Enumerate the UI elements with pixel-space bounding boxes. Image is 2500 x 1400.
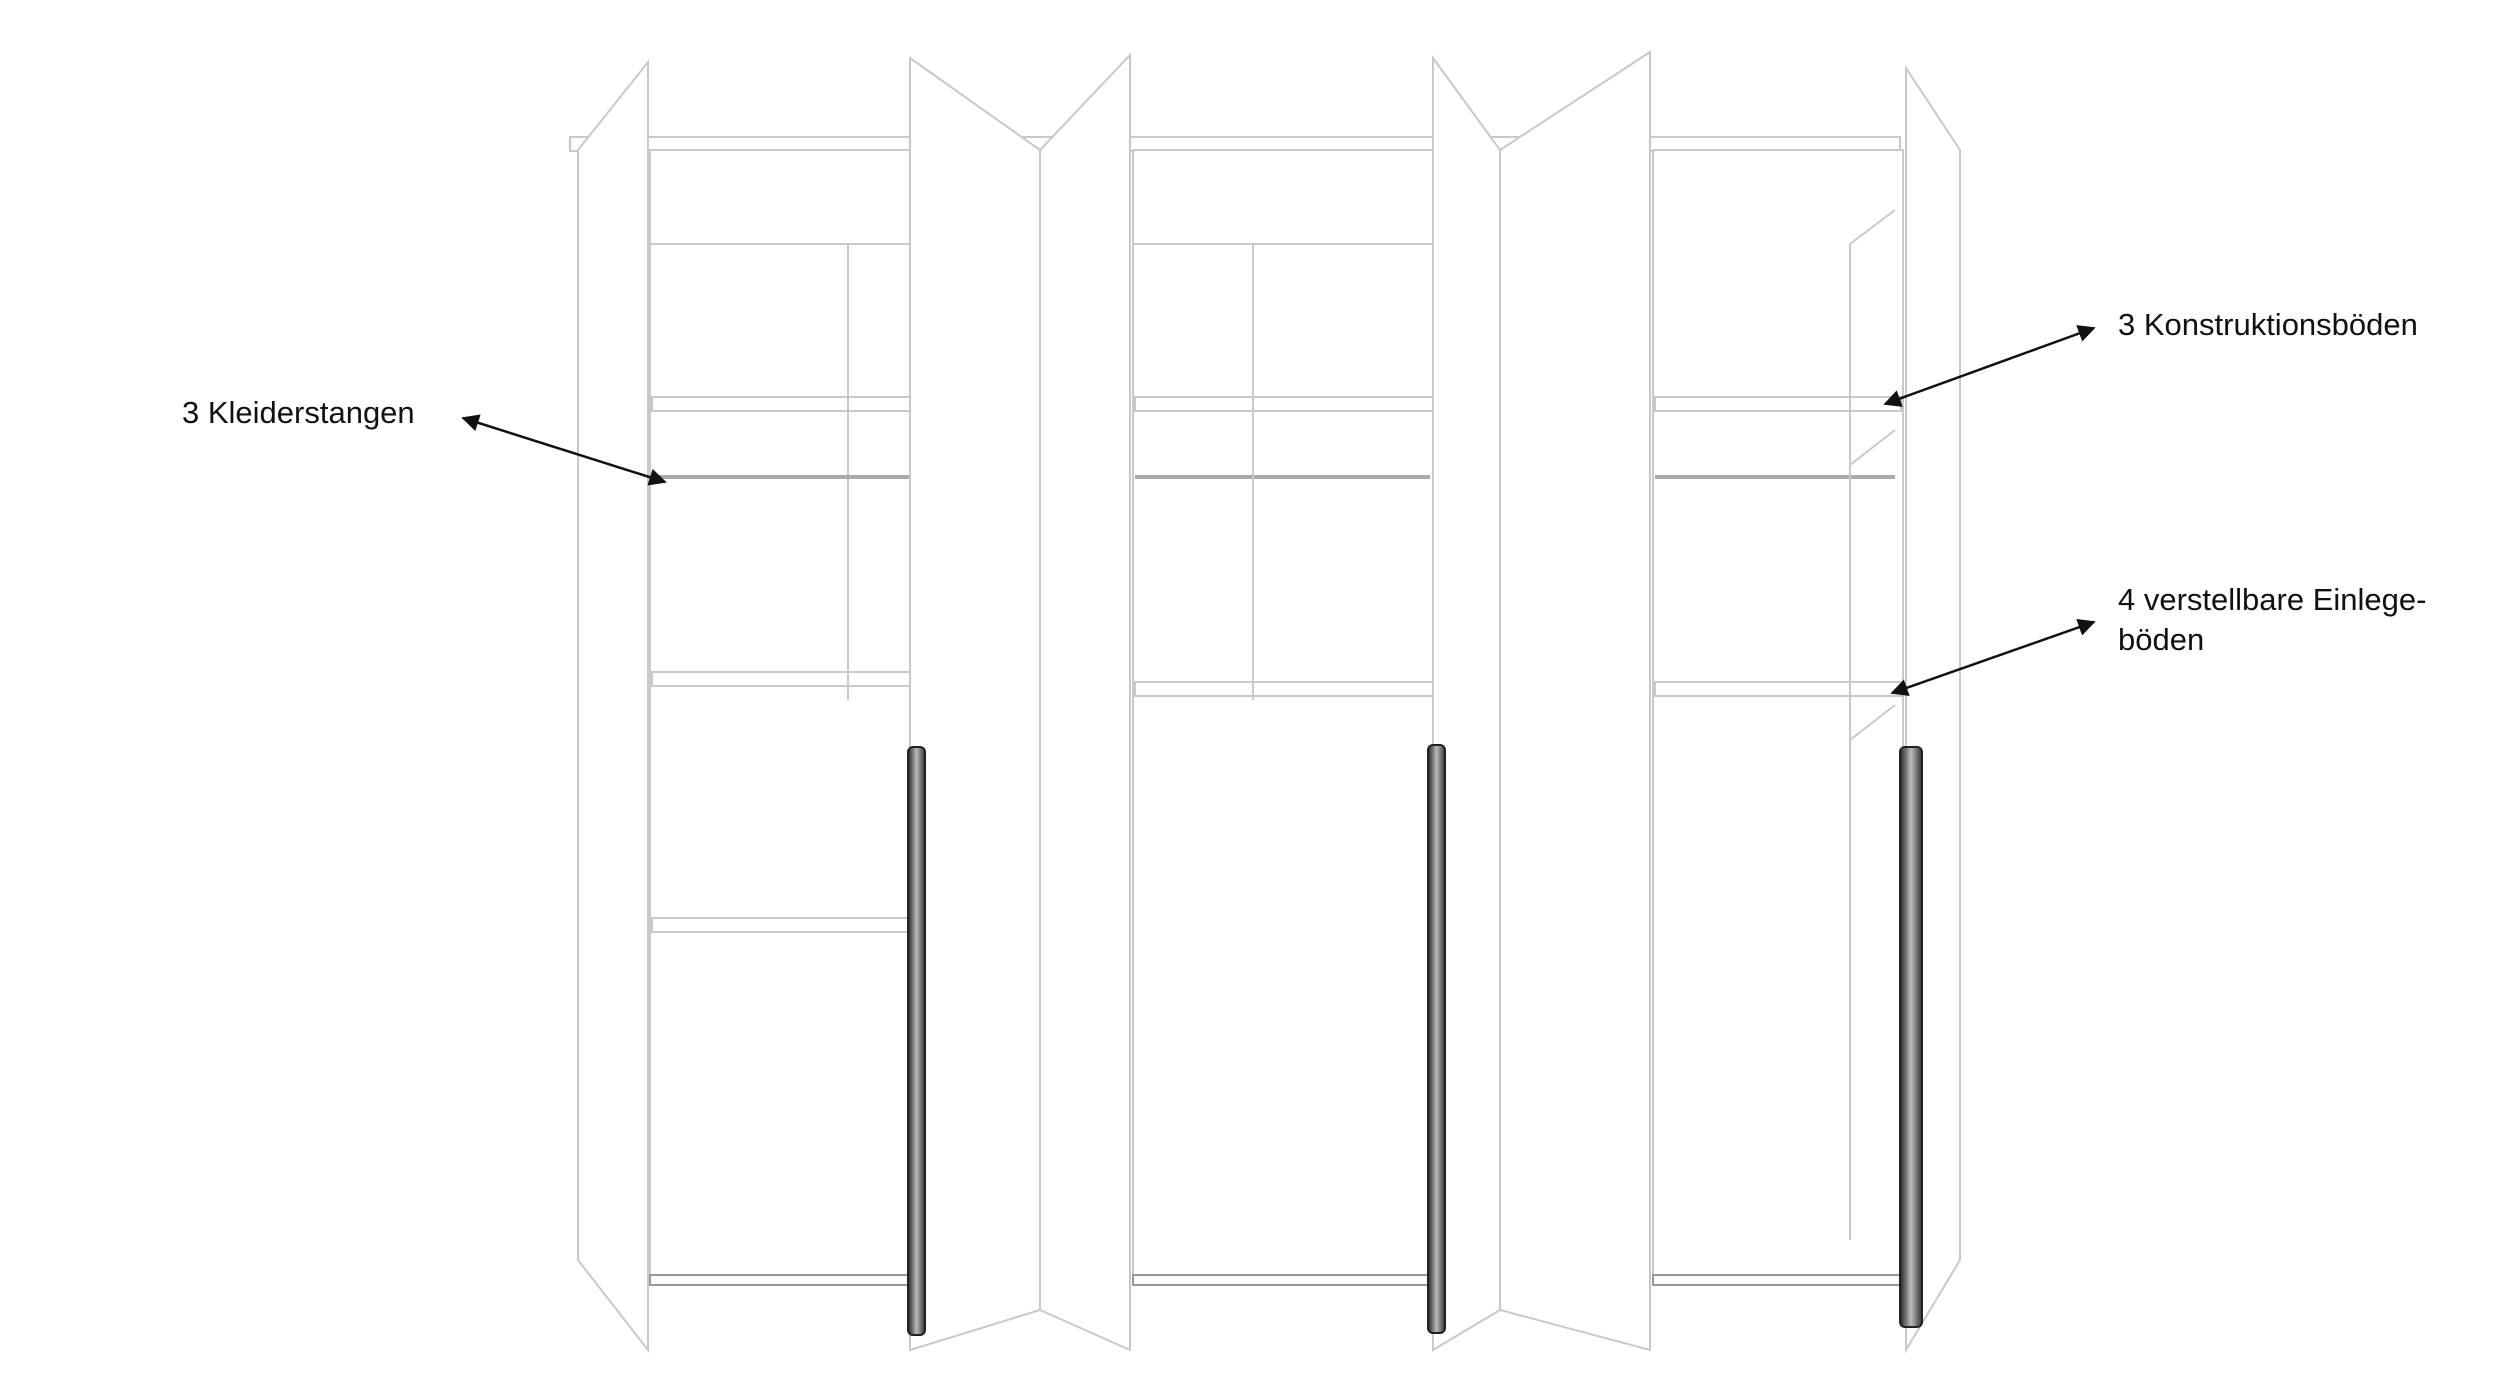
handle-3: [1899, 746, 1923, 1328]
top-rail: [569, 136, 1901, 152]
handle-2: [1427, 744, 1446, 1334]
compartment-right: [1652, 149, 1904, 1286]
label-einlegeboeden: 4 verstellbare Einlege- böden: [2118, 580, 2426, 660]
handle-1: [907, 746, 926, 1336]
arrow-kleiderstangen: [461, 414, 667, 486]
label-einlegeboeden-line1: 4 verstellbare Einlege-: [2118, 582, 2427, 617]
arrow-einlegeboeden: [1890, 618, 2096, 697]
door-5: [1499, 50, 1651, 1352]
label-einlegeboeden-line2: böden: [2118, 622, 2205, 657]
door-3: [1039, 52, 1131, 1352]
door-1: [577, 59, 649, 1353]
arrow-konstruktionsboeden: [1883, 325, 2096, 407]
compartment-middle: [1132, 149, 1434, 1286]
label-konstruktionsboeden: 3 Konstruktionsböden: [2118, 307, 2418, 342]
door-2: [909, 56, 1041, 1352]
compartment-left: [649, 149, 911, 1286]
label-kleiderstangen: 3 Kleiderstangen: [182, 395, 415, 430]
